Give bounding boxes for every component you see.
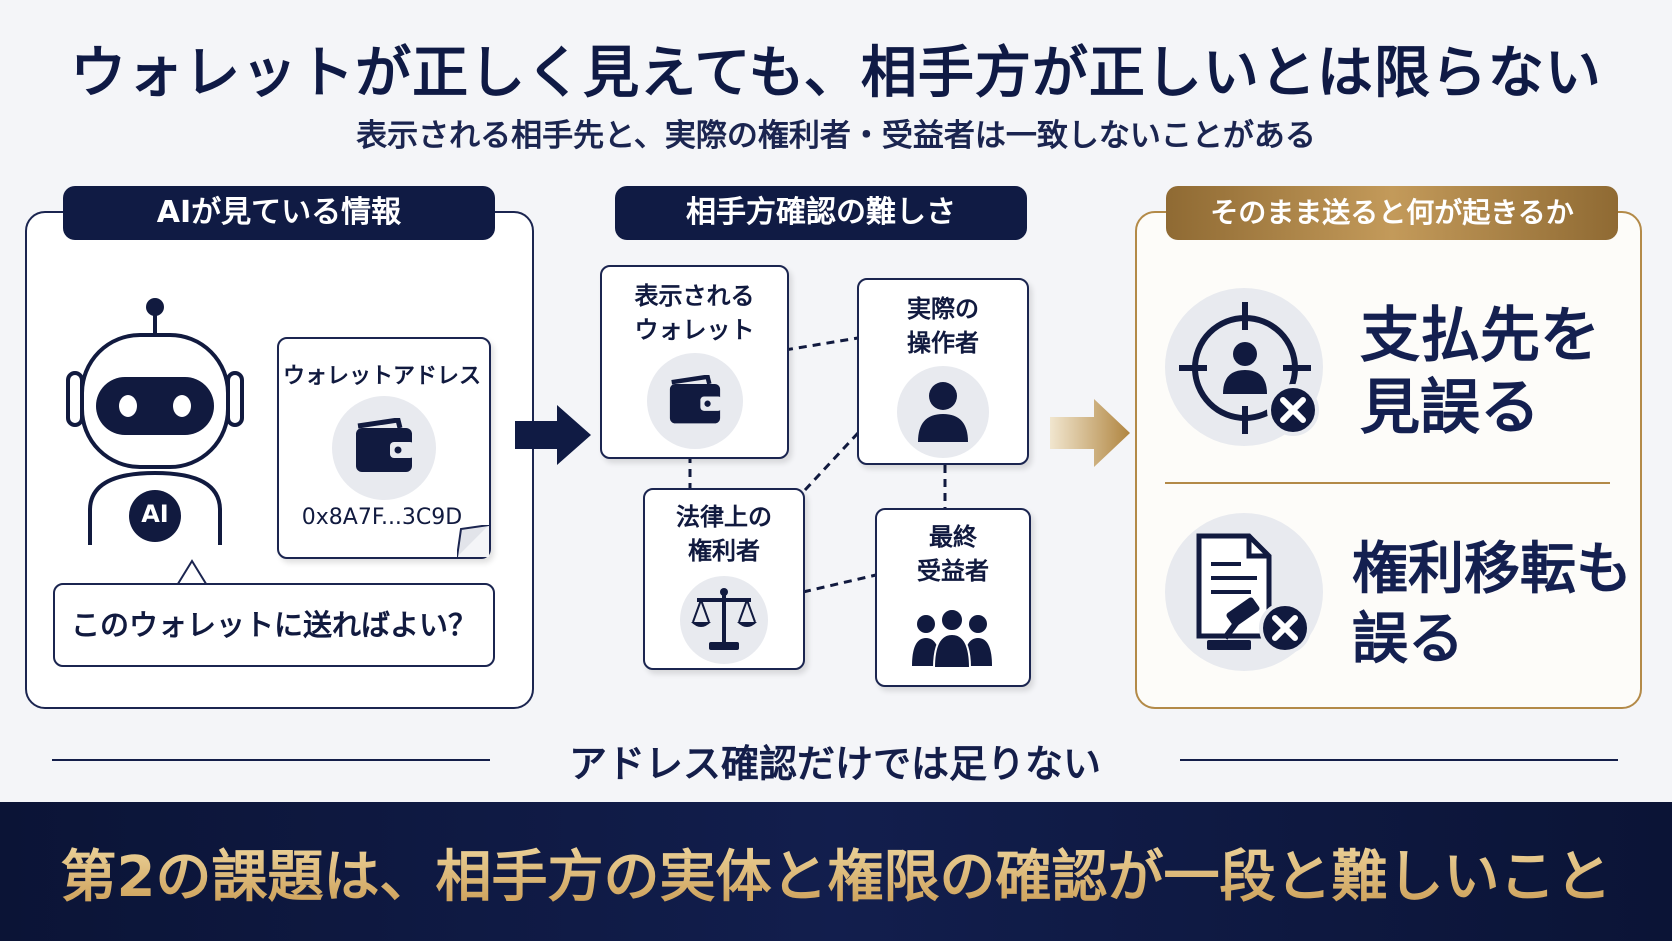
page-subtitle: 表示される相手先と、実際の権利者・受益者は一致しないことがある (356, 118, 1316, 154)
document-gavel-icon (1196, 533, 1311, 654)
wallet-icon (356, 418, 414, 472)
outcome1-line2: 見誤る (1360, 373, 1540, 443)
node-beneficiary-line2: 受益者 (917, 557, 989, 585)
node-beneficiary: 最終 受益者 (875, 508, 1031, 687)
scales-icon (691, 588, 757, 650)
consequence-divider (1165, 482, 1610, 484)
counterparty-header: 相手方確認の難しさ (615, 186, 1027, 240)
node-displayed-wallet-line1: 表示される (634, 282, 755, 310)
wallet-address-value: 0x8A7F...3C9D (301, 505, 463, 530)
group-icon (912, 608, 992, 668)
wallet-address-label: ウォレットアドレス (282, 364, 481, 389)
node-operator-icon-bg (897, 366, 989, 458)
node-legal-holder: 法律上の 権利者 (643, 488, 805, 670)
bubble-tail (175, 559, 209, 587)
node-displayed-wallet: 表示される ウォレット (600, 265, 789, 459)
divider-label: アドレス確認だけでは足りない (490, 733, 1180, 788)
node-beneficiary-line1: 最終 (929, 523, 977, 551)
robot-icon (66, 298, 244, 545)
conclusion-text: 第2の課題は、相手方の実体と権限の確認が一段と難しいこと (0, 832, 1672, 913)
node-displayed-wallet-line2: ウォレット (634, 316, 755, 344)
folded-corner (457, 525, 489, 557)
target-person-icon (1179, 302, 1319, 436)
consequence-header: そのまま送ると何が起きるか (1166, 186, 1618, 240)
question-bubble: このウォレットに送ればよい？ (53, 583, 495, 667)
wallet-icon (669, 375, 722, 424)
connection-lines (688, 336, 947, 594)
node-operator: 実際の 操作者 (857, 278, 1029, 465)
arrow-right-icon (1050, 399, 1130, 467)
outcome1-line1: 支払先を (1360, 301, 1600, 371)
conclusion-band (0, 802, 1672, 941)
node-legal-holder-line1: 法律上の (676, 503, 772, 531)
page-title: ウォレットが正しく見えても、相手方が正しいとは限らない (70, 41, 1602, 106)
outcome2-line1: 権利移転も (1352, 537, 1632, 602)
ai-badge-text: AI (141, 500, 169, 528)
person-icon (918, 382, 968, 442)
node-legal-holder-line2: 権利者 (688, 537, 760, 565)
outcome2-line2: 誤る (1352, 607, 1464, 672)
node-operator-line1: 実際の (907, 295, 979, 323)
arrow-right-icon (515, 405, 591, 465)
ai-info-header: AIが見ている情報 (63, 186, 495, 240)
node-operator-line2: 操作者 (907, 329, 979, 357)
